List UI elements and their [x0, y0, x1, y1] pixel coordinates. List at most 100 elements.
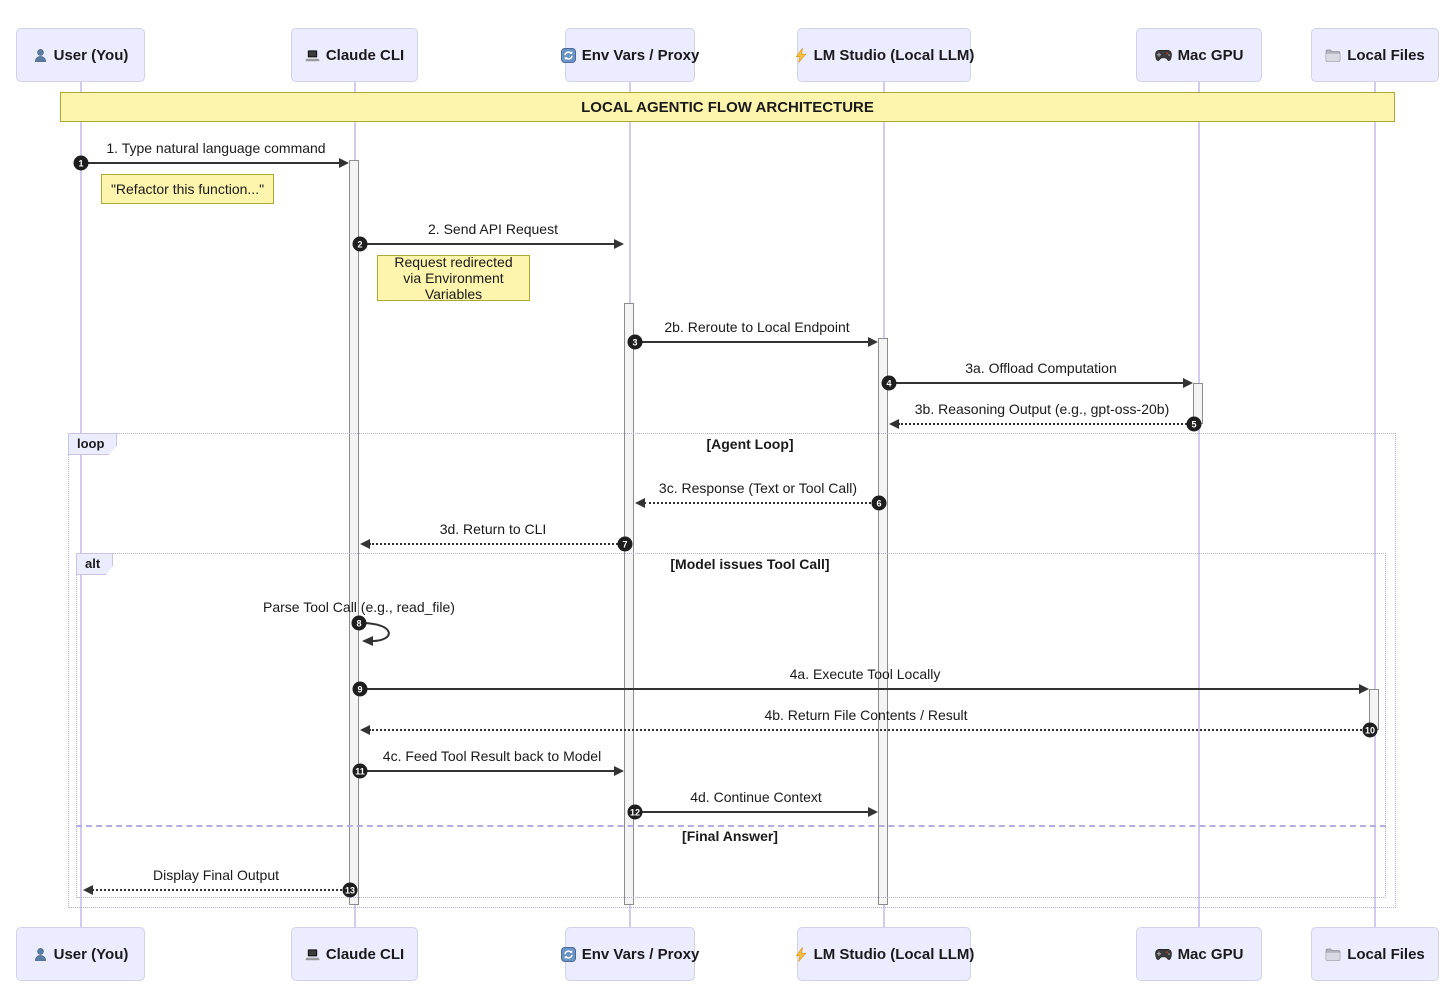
arrowhead — [1183, 378, 1193, 388]
seq-number: 4 — [881, 375, 897, 391]
message-line — [369, 543, 625, 545]
participant-label: User (You) — [53, 945, 129, 963]
message-label: 1. Type natural language command — [106, 140, 326, 156]
participant-label: LM Studio (Local LLM) — [813, 46, 975, 64]
message-label: Display Final Output — [152, 867, 280, 883]
note: "Refactor this function..." — [101, 174, 274, 204]
participant-label: LM Studio (Local LLM) — [813, 945, 975, 963]
lifeline-local-files — [1374, 82, 1376, 927]
arrowhead — [83, 885, 93, 895]
seq-number: 13 — [342, 882, 358, 898]
participant-label: Env Vars / Proxy — [581, 46, 700, 64]
participant-label: User (You) — [53, 46, 129, 64]
participant-label: Mac GPU — [1177, 945, 1244, 963]
message-label: 3b. Reasoning Output (e.g., gpt-oss-20b) — [914, 401, 1170, 417]
alt-frame — [76, 553, 1386, 898]
message-label: 4a. Execute Tool Locally — [789, 666, 941, 682]
lightning-icon — [794, 47, 808, 63]
participant-claude-cli-bottom: Claude CLI — [291, 927, 418, 981]
user-icon — [33, 947, 48, 962]
seq-number: 3 — [627, 334, 643, 350]
arrowhead — [889, 419, 899, 429]
participant-claude-cli-top: Claude CLI — [291, 28, 418, 82]
message-label: 2b. Reroute to Local Endpoint — [664, 319, 850, 335]
participant-user-top: User (You) — [16, 28, 145, 82]
alt-else-condition-label: [Final Answer] — [682, 828, 778, 844]
message-line — [644, 502, 879, 504]
sync-icon — [560, 47, 576, 63]
message-label: 3a. Offload Computation — [965, 360, 1117, 376]
message-label: 3d. Return to CLI — [439, 521, 547, 537]
arrowhead — [635, 498, 645, 508]
message-line — [369, 729, 1369, 731]
participant-user-bottom: User (You) — [16, 927, 145, 981]
sync-icon — [560, 946, 576, 962]
arrowhead — [360, 539, 370, 549]
participant-label: Local Files — [1347, 945, 1425, 963]
message-line — [360, 688, 1360, 690]
message-label: 4d. Continue Context — [690, 789, 822, 805]
participant-mac-gpu-bottom: Mac GPU — [1136, 927, 1262, 981]
alt-divider — [76, 825, 1386, 827]
arrowhead — [868, 337, 878, 347]
seq-number: 2 — [352, 236, 368, 252]
seq-number: 8 — [351, 615, 367, 631]
participant-label: Local Files — [1347, 46, 1425, 64]
participant-label: Env Vars / Proxy — [581, 945, 700, 963]
message-line — [81, 162, 341, 164]
message-label: 4c. Feed Tool Result back to Model — [382, 748, 602, 764]
participant-label: Claude CLI — [325, 46, 405, 64]
participant-local-files-bottom: Local Files — [1311, 927, 1439, 981]
participant-label: Mac GPU — [1177, 46, 1244, 64]
message-label: 4b. Return File Contents / Result — [764, 707, 968, 723]
loop-frame — [68, 433, 1396, 908]
diagram-title: LOCAL AGENTIC FLOW ARCHITECTURE — [60, 92, 1395, 122]
seq-number: 7 — [617, 536, 633, 552]
note: Request redirected via Environment Varia… — [377, 254, 530, 302]
lifeline-user — [80, 82, 82, 927]
arrowhead — [614, 239, 624, 249]
laptop-icon — [305, 48, 320, 63]
loop-frame-tag: loop — [68, 433, 118, 455]
lightning-icon — [794, 946, 808, 962]
message-line — [635, 341, 870, 343]
arrowhead — [339, 158, 349, 168]
participant-env-proxy-bottom: Env Vars / Proxy — [560, 927, 699, 981]
user-icon — [33, 48, 48, 63]
folder-icon — [1325, 948, 1341, 961]
participant-env-proxy-top: Env Vars / Proxy — [560, 28, 699, 82]
folder-icon — [1325, 49, 1341, 62]
arrowhead — [614, 766, 624, 776]
gamepad-icon — [1154, 49, 1172, 62]
message-label: 2. Send API Request — [428, 221, 558, 237]
seq-number: 1 — [73, 155, 89, 171]
activation-lm-studio — [878, 338, 888, 905]
laptop-icon — [305, 947, 320, 962]
message-line — [360, 243, 616, 245]
message-line — [898, 423, 1194, 425]
participant-lm-studio-bottom: LM Studio (Local LLM) — [794, 927, 974, 981]
lifeline-mac-gpu — [1198, 82, 1200, 927]
participant-mac-gpu-top: Mac GPU — [1136, 28, 1262, 82]
alt-condition-label: [Model issues Tool Call] — [670, 556, 830, 572]
arrowhead — [868, 807, 878, 817]
participant-local-files-top: Local Files — [1311, 28, 1439, 82]
activation-env-proxy — [624, 303, 634, 905]
activation-claude-cli — [349, 160, 359, 905]
seq-number: 10 — [1362, 722, 1378, 738]
arrowhead — [360, 725, 370, 735]
message-line — [889, 382, 1185, 384]
alt-frame-tag: alt — [76, 553, 114, 575]
arrowhead — [1359, 684, 1369, 694]
message-label: Parse Tool Call (e.g., read_file) — [263, 599, 455, 615]
participant-label: Claude CLI — [325, 945, 405, 963]
seq-number: 5 — [1186, 416, 1202, 432]
message-line — [360, 770, 616, 772]
seq-number: 12 — [627, 804, 643, 820]
seq-number: 11 — [352, 763, 368, 779]
participant-lm-studio-top: LM Studio (Local LLM) — [794, 28, 974, 82]
seq-number: 6 — [871, 495, 887, 511]
gamepad-icon — [1154, 948, 1172, 961]
seq-number: 9 — [352, 681, 368, 697]
